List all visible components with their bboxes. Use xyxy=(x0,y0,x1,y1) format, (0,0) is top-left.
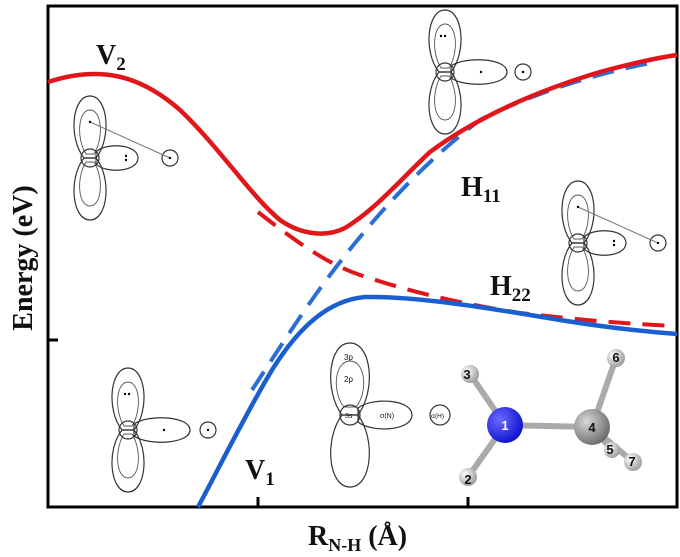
plot-frame xyxy=(46,4,679,509)
orbital-key-sigma-n: σ(N) xyxy=(380,413,394,420)
orbital-key-3p: 3p xyxy=(344,353,353,362)
hydrogen-atom xyxy=(461,365,479,383)
orbital-sketch-top xyxy=(428,9,532,135)
h11-label: H11 xyxy=(461,172,501,207)
atom-number: 6 xyxy=(612,350,619,365)
dashed-red-curve xyxy=(256,210,676,328)
v1-curve xyxy=(196,294,678,509)
molecule-model: 1 3 2 4 6 5 7 xyxy=(459,349,642,487)
orbital-key-2p: 2p xyxy=(344,375,353,384)
v2-label: V2 xyxy=(96,40,126,75)
orbital-key-sigma-h: σ(H) xyxy=(431,413,444,420)
atom-number: 3 xyxy=(463,367,470,382)
atom-number: 7 xyxy=(628,454,635,469)
nitrogen-atom xyxy=(487,407,523,443)
hydrogen-atom xyxy=(624,453,642,471)
x-axis-label: RN-H (Å) xyxy=(308,521,407,555)
orbital-sketch-right xyxy=(561,180,667,306)
v2-curve xyxy=(47,52,678,236)
orbital-key: 3p 2p 3s σ(N) σ(H) xyxy=(330,342,451,488)
hydrogen-atom xyxy=(607,349,625,367)
carbon-atom xyxy=(574,409,610,445)
hydrogen-atom xyxy=(459,468,477,486)
h22-label: H22 xyxy=(490,271,531,306)
y-axis-label: Energy (eV) xyxy=(8,185,39,330)
hydrogen-atom xyxy=(604,442,620,458)
atom-number: 1 xyxy=(501,418,508,433)
orbital-sketch-left xyxy=(73,95,179,221)
orbital-sketch-bottom-left xyxy=(111,367,217,493)
v1-label: V1 xyxy=(245,455,275,490)
atom-number: 2 xyxy=(464,472,471,487)
atom-number: 5 xyxy=(606,442,613,457)
dashed-blue-curve xyxy=(250,61,651,392)
orbital-key-3s: 3s xyxy=(345,413,353,420)
atom-number: 4 xyxy=(588,420,596,435)
